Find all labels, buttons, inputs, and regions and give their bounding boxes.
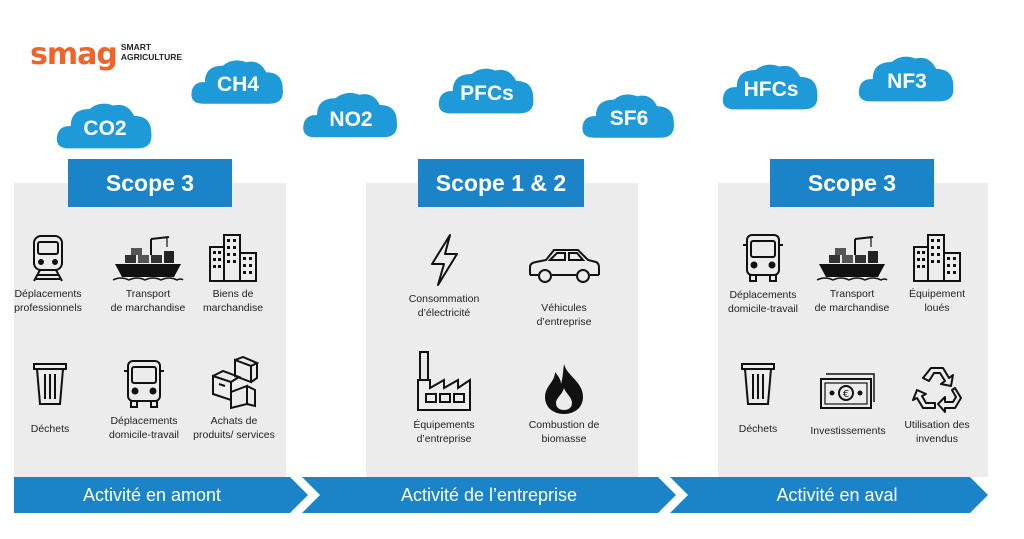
activity-label: Activité de l’entreprise bbox=[400, 485, 578, 505]
cloud-pfcs: PFCs bbox=[434, 62, 540, 122]
item-label: Déplacements professionnels bbox=[14, 288, 82, 314]
item-label: Transport de marchandise bbox=[814, 288, 890, 314]
item-commute-downstream: Déplacements domicile-travail bbox=[716, 232, 810, 316]
logo-wordmark: smag bbox=[30, 37, 118, 72]
item-label: Combustion de biomasse bbox=[528, 419, 600, 445]
cloud-label: SF6 bbox=[609, 107, 649, 130]
cloud-label: NF3 bbox=[887, 70, 927, 93]
item-label: Déchets bbox=[738, 423, 778, 435]
cloud-label: CO2 bbox=[83, 117, 127, 140]
cloud-label: PFCs bbox=[460, 82, 514, 105]
recycle-icon bbox=[912, 367, 962, 413]
item-label: Véhicules d’entreprise bbox=[536, 302, 592, 328]
panel-upstream bbox=[14, 183, 286, 477]
item-label: Déplacements domicile-travail bbox=[108, 415, 180, 441]
cargo-ship-icon bbox=[816, 236, 888, 281]
trash-bin-icon bbox=[741, 363, 775, 405]
item-goods: Biens de marchandise bbox=[188, 231, 278, 315]
buildings-icon bbox=[913, 234, 961, 282]
svg-text:€: € bbox=[843, 389, 849, 400]
cloud-label: NO2 bbox=[329, 108, 373, 131]
cloud-co2: CO2 bbox=[52, 97, 158, 157]
cargo-ship-icon bbox=[112, 236, 184, 281]
activity-arrow-upstream: Activité en amont bbox=[14, 477, 308, 513]
buildings-icon bbox=[209, 234, 257, 282]
item-investments: € Investissements bbox=[800, 370, 896, 438]
cloud-no2: NO2 bbox=[300, 86, 402, 146]
scope-header-upstream: Scope 3 bbox=[68, 159, 232, 207]
item-label: Équipements d’entreprise bbox=[413, 419, 475, 445]
item-freight-transport-downstream: Transport de marchandise bbox=[804, 233, 900, 315]
item-business-travel: Déplacements professionnels bbox=[2, 233, 94, 315]
cloud-sf6: SF6 bbox=[578, 88, 680, 146]
item-label: Achats de produits/ services bbox=[193, 415, 275, 441]
cloud-hfcs: HFCs bbox=[718, 58, 824, 118]
item-label: Déchets bbox=[30, 423, 70, 435]
item-leased-equipment: Équipement loués bbox=[892, 231, 982, 315]
item-equipment: Équipements d’entreprise bbox=[394, 348, 494, 446]
logo-tagline: SMART AGRICULTURE bbox=[120, 42, 183, 62]
item-commute: Déplacements domicile-travail bbox=[96, 358, 192, 442]
item-waste: Déchets bbox=[10, 360, 90, 436]
item-vehicles: Véhicules d’entreprise bbox=[514, 245, 614, 329]
item-electricity: Consommation d’électricité bbox=[394, 232, 494, 320]
smag-logo: smag SMART AGRICULTURE bbox=[30, 40, 182, 70]
train-icon bbox=[33, 235, 63, 282]
activity-arrow-company: Activité de l’entreprise bbox=[302, 477, 676, 513]
banknote-icon: € bbox=[820, 373, 875, 409]
boxes-icon bbox=[212, 356, 259, 410]
item-label: Utilisation des invendus bbox=[904, 419, 970, 445]
activity-label: Activité en aval bbox=[776, 485, 898, 505]
bus-icon bbox=[743, 234, 783, 282]
scope-header-company: Scope 1 & 2 bbox=[418, 159, 584, 207]
car-icon bbox=[529, 249, 600, 283]
cloud-label: HFCs bbox=[743, 78, 799, 101]
activity-arrow-downstream: Activité en aval bbox=[670, 477, 988, 513]
scope-header-downstream: Scope 3 bbox=[770, 159, 934, 207]
panel-downstream bbox=[718, 183, 988, 477]
item-label: Consommation d’électricité bbox=[408, 293, 480, 319]
item-label: Transport de marchandise bbox=[110, 288, 186, 314]
item-purchases: Achats de produits/ services bbox=[186, 356, 282, 442]
lightning-icon bbox=[431, 234, 458, 286]
panel-company bbox=[366, 183, 638, 477]
trash-bin-icon bbox=[33, 363, 67, 405]
flame-icon bbox=[545, 364, 583, 414]
factory-icon bbox=[417, 351, 471, 411]
item-label: Déplacements domicile-travail bbox=[727, 289, 799, 315]
bus-icon bbox=[124, 360, 164, 408]
item-unsold-use: Utilisation des invendus bbox=[890, 362, 984, 446]
activity-label: Activité en amont bbox=[82, 485, 222, 505]
cloud-nf3: NF3 bbox=[854, 50, 960, 110]
item-label: Biens de marchandise bbox=[202, 288, 264, 314]
cloud-ch4: CH4 bbox=[188, 54, 288, 112]
cloud-label: CH4 bbox=[216, 73, 259, 96]
item-waste-downstream: Déchets bbox=[718, 360, 798, 436]
item-label: Investissements bbox=[810, 425, 886, 437]
item-freight-transport: Transport de marchandise bbox=[100, 233, 196, 315]
item-label: Équipement loués bbox=[908, 288, 966, 314]
item-biomass: Combustion de biomasse bbox=[514, 362, 614, 446]
